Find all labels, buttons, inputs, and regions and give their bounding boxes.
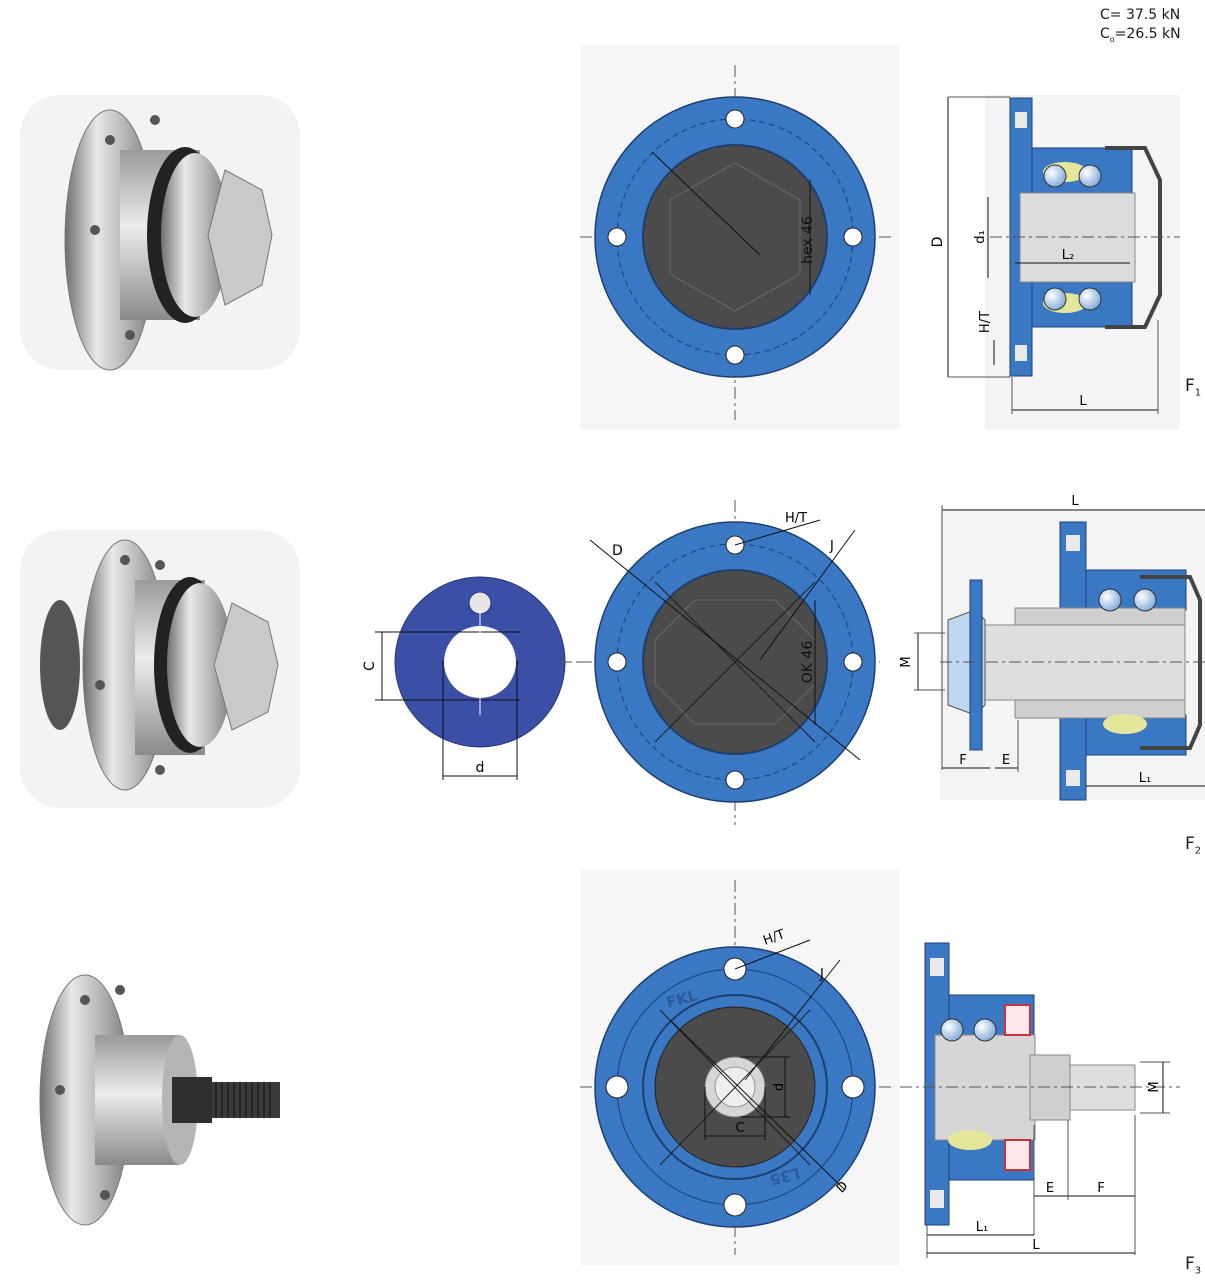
svg-text:J: J [829,539,834,554]
svg-text:C: C [735,1121,744,1136]
svg-text:D: D [930,237,946,248]
figure-label-f2: F2 [1185,834,1202,857]
svg-text:E: E [1002,753,1010,768]
section-view-f3: M E F L₁ L [900,942,1180,1258]
svg-text:L₁: L₁ [976,1220,988,1235]
washer-view-f2: C d [362,576,590,780]
svg-text:M: M [899,656,914,667]
svg-text:OK 46: OK 46 [800,641,816,684]
front-view-f2: D H/T J OK 46 [580,500,880,825]
svg-text:H/T: H/T [761,927,787,949]
dynamic-load-rating: C= 37.5 kN [1100,7,1181,23]
section-view-f2: L M F E L₁ [899,494,1205,801]
front-view-f3: FKL L35 H/T J d C D [580,870,900,1265]
figure-label-f1: F1 [1185,376,1202,399]
static-load-rating: Co=26.5 kN [1100,26,1181,44]
svg-text:d: d [476,760,485,776]
svg-text:L₂: L₂ [1062,248,1074,263]
svg-text:D: D [612,543,623,559]
svg-text:F: F [1097,1181,1104,1196]
svg-text:L: L [1032,1238,1040,1253]
svg-text:L₁: L₁ [1139,771,1151,786]
svg-text:J: J [819,967,824,982]
svg-text:H/T: H/T [978,311,993,333]
product-photo-hub-with-stud [39,974,280,1226]
svg-text:L: L [1079,394,1087,409]
svg-text:d: d [772,1083,787,1091]
product-photo-hub-with-nut [20,530,300,808]
load-rating-specs: C= 37.5 kN Co=26.5 kN [1100,6,1181,49]
product-photo-hub-capped [20,95,300,371]
svg-text:E: E [1046,1181,1054,1196]
section-view-f1: D d₁ L₂ H/T L [930,95,1180,430]
front-view-f1: hex 46 [580,45,900,430]
svg-text:L: L [1071,494,1079,509]
figure-label-f3: F3 [1185,1254,1202,1277]
hex-size-label: hex 46 [800,216,816,264]
svg-text:H/T: H/T [785,511,807,526]
svg-text:d₁: d₁ [973,230,988,243]
svg-text:C: C [362,661,378,671]
svg-text:F: F [959,753,966,768]
svg-text:M: M [1147,1081,1162,1092]
